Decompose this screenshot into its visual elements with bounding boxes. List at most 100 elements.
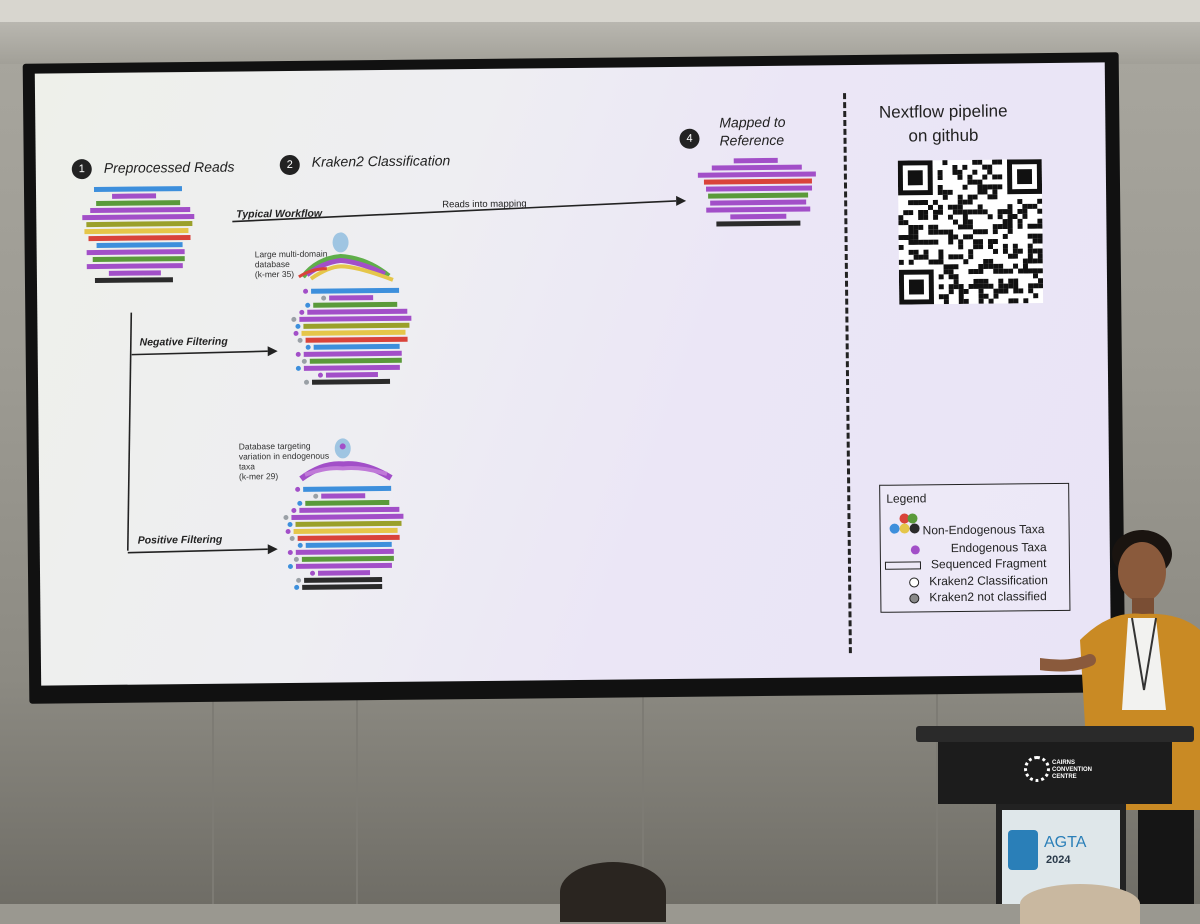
classification-dot bbox=[293, 556, 299, 562]
sequence-read-bar bbox=[733, 157, 778, 164]
legend-non-endogenous: Non-Endogenous Taxa bbox=[922, 522, 1045, 538]
sequence-read-bar bbox=[94, 277, 173, 284]
sequence-read-bar bbox=[92, 256, 185, 263]
legend-kraken2-classification: Kraken2 Classification bbox=[929, 573, 1048, 589]
sequence-read-bar bbox=[297, 534, 400, 541]
classification-dot bbox=[283, 514, 289, 521]
wall-panel-seam bbox=[642, 690, 644, 904]
sequence-read-bar bbox=[711, 164, 802, 171]
sequence-read-bar bbox=[325, 372, 378, 378]
negative-filtering-arrow bbox=[131, 350, 268, 356]
legend-sequenced-fragment: Sequenced Fragment bbox=[930, 556, 1047, 572]
kraken2-classification-icon bbox=[909, 577, 920, 588]
sequence-read-bar bbox=[303, 350, 402, 357]
classification-dot bbox=[293, 330, 299, 336]
sequence-read-bar bbox=[93, 186, 183, 193]
classification-dot bbox=[303, 288, 309, 294]
classification-dot bbox=[295, 323, 301, 329]
qr-code-icon[interactable] bbox=[897, 159, 1044, 305]
event-name: AGTA bbox=[1044, 834, 1087, 851]
sequence-read-bar bbox=[112, 193, 157, 199]
classification-dot bbox=[317, 372, 323, 378]
classification-dot bbox=[310, 570, 316, 576]
podium-top bbox=[916, 726, 1194, 742]
sequence-read-bar bbox=[313, 301, 398, 308]
sequence-read-bar bbox=[730, 213, 787, 220]
classification-dot bbox=[305, 344, 311, 350]
wall-panel-seam bbox=[356, 690, 358, 904]
sequence-read-bar bbox=[313, 343, 400, 350]
sequence-read-bar bbox=[710, 199, 807, 206]
convention-centre-logo-icon bbox=[1024, 756, 1050, 782]
classification-dot bbox=[297, 542, 303, 548]
arrowhead-icon bbox=[676, 195, 687, 206]
classification-dot bbox=[295, 351, 301, 357]
classification-dot bbox=[291, 507, 297, 513]
sequence-read-bar bbox=[318, 570, 371, 576]
sequence-read-bar bbox=[329, 295, 374, 301]
sequence-read-bar bbox=[108, 270, 161, 276]
sequence-read-bar bbox=[311, 287, 400, 294]
wall-panel-seam bbox=[212, 690, 214, 904]
sequence-read-bar bbox=[304, 577, 383, 583]
kraken-octopus-icon bbox=[299, 438, 393, 482]
arrowhead-icon bbox=[267, 544, 278, 555]
dashed-divider bbox=[843, 93, 852, 654]
sequence-read-bar bbox=[716, 220, 801, 227]
sequence-read-bar bbox=[302, 584, 383, 590]
classification-dot bbox=[287, 549, 293, 556]
classification-dot bbox=[299, 309, 305, 315]
non-endogenous-taxa-icon bbox=[889, 513, 920, 534]
projection-screen-frame: 1 Preprocessed Reads 2 Kraken2 Classific… bbox=[22, 52, 1126, 704]
classification-dot bbox=[291, 316, 297, 322]
classification-dot bbox=[297, 337, 303, 343]
sequenced-fragment-icon bbox=[884, 561, 922, 570]
sequence-read-bar bbox=[299, 506, 400, 513]
arrowhead-icon bbox=[267, 346, 278, 357]
classification-dot bbox=[287, 563, 293, 570]
classification-dot bbox=[321, 295, 327, 301]
ceiling bbox=[0, 0, 1200, 22]
event-year: 2024 bbox=[1046, 854, 1071, 866]
sequence-read-bar bbox=[303, 364, 400, 371]
sequence-read-bar bbox=[321, 493, 366, 499]
classification-dot bbox=[285, 528, 291, 535]
classification-dot bbox=[287, 521, 293, 528]
sequence-read-bar bbox=[295, 548, 394, 555]
endogenous-taxa-icon bbox=[910, 545, 920, 555]
classification-dot bbox=[304, 379, 310, 385]
classification-dot bbox=[289, 535, 295, 541]
kraken2-not-classified-icon bbox=[909, 593, 920, 604]
sequence-read-bar bbox=[708, 192, 809, 199]
sequence-read-bar bbox=[295, 562, 392, 569]
classification-dot bbox=[305, 302, 311, 308]
audience-head bbox=[1020, 884, 1140, 924]
typical-workflow-arrow bbox=[232, 200, 677, 223]
classification-dot bbox=[295, 486, 301, 492]
sequence-read-bar bbox=[312, 378, 391, 385]
palm-tree-logo-icon bbox=[1008, 830, 1038, 870]
sequence-read-bar bbox=[305, 336, 408, 343]
sequence-read-bar bbox=[86, 263, 183, 270]
sequence-read-bar bbox=[90, 207, 191, 214]
sequence-read-bar bbox=[305, 499, 390, 506]
kraken-octopus-icon bbox=[298, 232, 394, 282]
sequence-read-bar bbox=[305, 541, 392, 548]
classification-dot bbox=[295, 365, 301, 371]
positive-filtering-arrow bbox=[127, 548, 268, 554]
classification-dot bbox=[301, 358, 307, 364]
projected-slide: 1 Preprocessed Reads 2 Kraken2 Classific… bbox=[34, 62, 1112, 686]
classification-dot bbox=[296, 577, 302, 583]
sequence-read-bar bbox=[307, 308, 408, 315]
wall-panel-seam bbox=[936, 690, 938, 904]
sequence-read-bar bbox=[309, 357, 402, 364]
branch-line bbox=[126, 312, 133, 551]
sequence-read-bar bbox=[86, 249, 185, 256]
audience-head bbox=[560, 862, 666, 922]
workflow-diagram bbox=[126, 195, 687, 555]
sequence-read-bar bbox=[88, 235, 191, 242]
sequence-read-bar bbox=[96, 200, 181, 206]
